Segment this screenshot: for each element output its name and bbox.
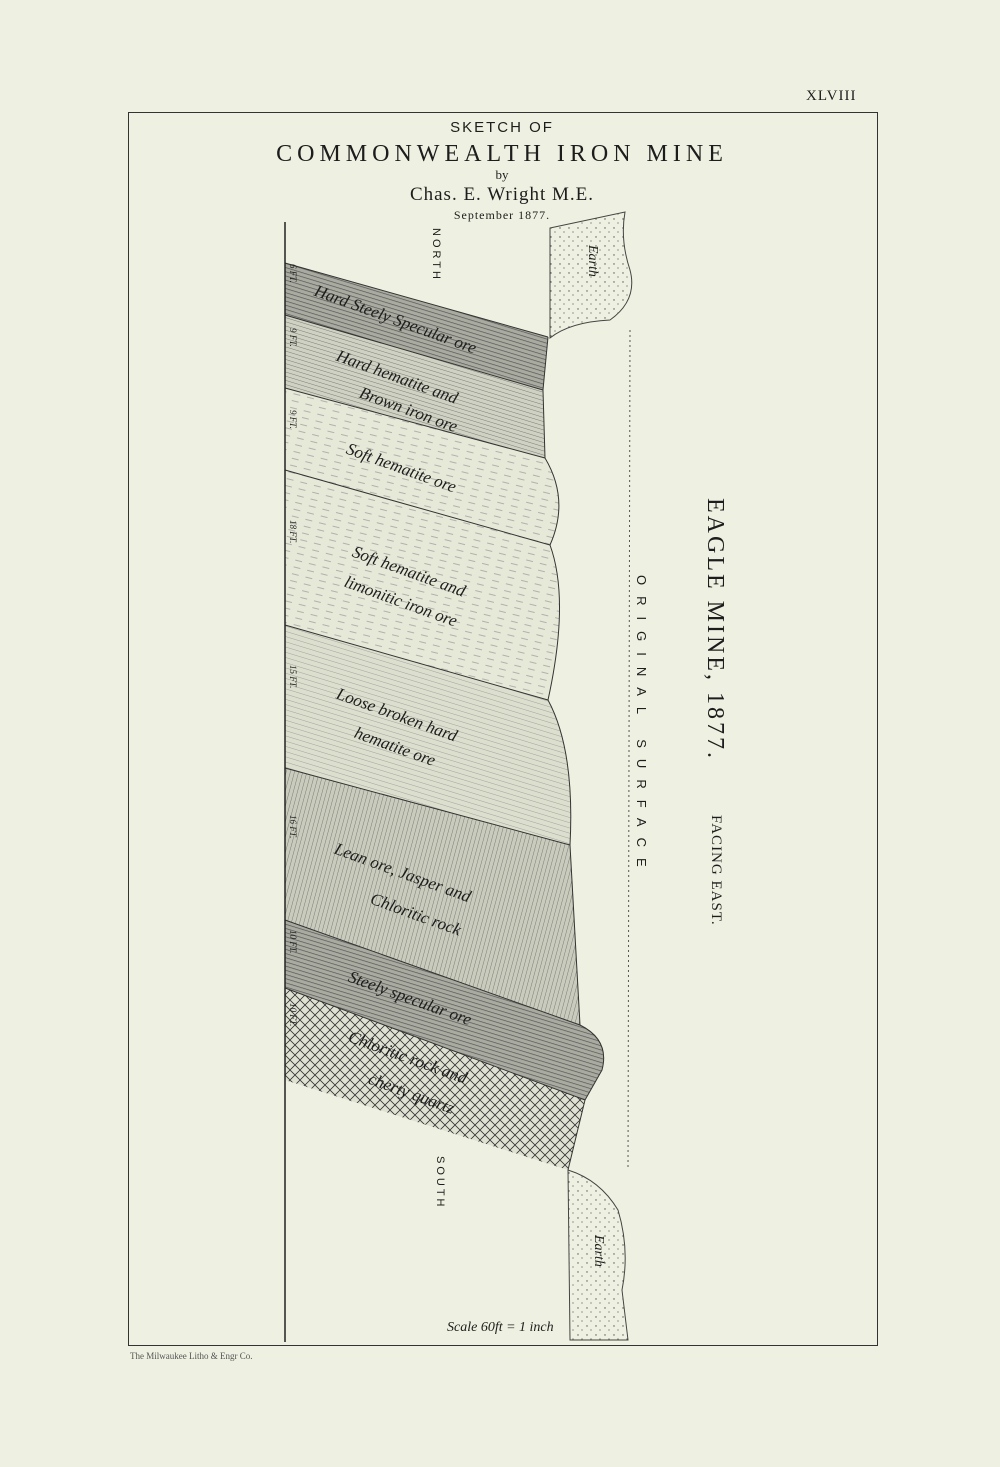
scale-label: Scale 60ft = 1 inch bbox=[447, 1320, 554, 1335]
layer-thickness: 10 FT. bbox=[288, 930, 298, 954]
printer-credit: The Milwaukee Litho & Engr Co. bbox=[130, 1351, 253, 1361]
north-label: NORTH bbox=[430, 228, 442, 282]
layer-4 bbox=[285, 470, 560, 700]
layer-thickness: 15 FT. bbox=[288, 665, 298, 689]
original-surface-line bbox=[627, 329, 631, 1171]
layer-8 bbox=[285, 988, 585, 1170]
earth-label-top: Earth bbox=[585, 245, 600, 277]
layer-thickness: 9 FT. bbox=[288, 410, 298, 429]
title-date: September 1877. bbox=[453, 208, 551, 222]
plate-number: XLVIII bbox=[806, 88, 857, 104]
layer-1 bbox=[285, 263, 548, 390]
facing-east-label: FACING EAST. bbox=[708, 815, 724, 926]
layer-2 bbox=[285, 315, 545, 458]
layer-3 bbox=[285, 388, 559, 545]
title-mine-name: COMMONWEALTH IRON MINE bbox=[276, 141, 728, 167]
layer-thickness: 6 FT. bbox=[288, 264, 298, 283]
earth-label-bottom: Earth bbox=[591, 1235, 606, 1267]
plate-frame bbox=[128, 112, 878, 1346]
earth-top bbox=[549, 211, 633, 340]
title-sketch-of: SKETCH OF bbox=[450, 119, 554, 136]
layer-thickness: 16 FT. bbox=[288, 815, 298, 839]
layer-thickness: 10 FT. bbox=[288, 1003, 298, 1027]
layer-6 bbox=[285, 768, 580, 1025]
eagle-mine-title: EAGLE MINE, 1877. bbox=[702, 498, 728, 761]
title-author: Chas. E. Wright M.E. bbox=[409, 184, 595, 205]
layer-thickness: 9 FT. bbox=[288, 328, 298, 347]
original-surface-label: ORIGINAL SURFACE bbox=[634, 575, 649, 878]
layer-7 bbox=[285, 920, 604, 1100]
layer-5 bbox=[285, 625, 571, 845]
layer-thickness: 18 FT. bbox=[288, 520, 298, 544]
earth-bottom bbox=[567, 1169, 629, 1341]
south-label: SOUTH bbox=[434, 1156, 446, 1210]
title-by: by bbox=[495, 167, 509, 182]
